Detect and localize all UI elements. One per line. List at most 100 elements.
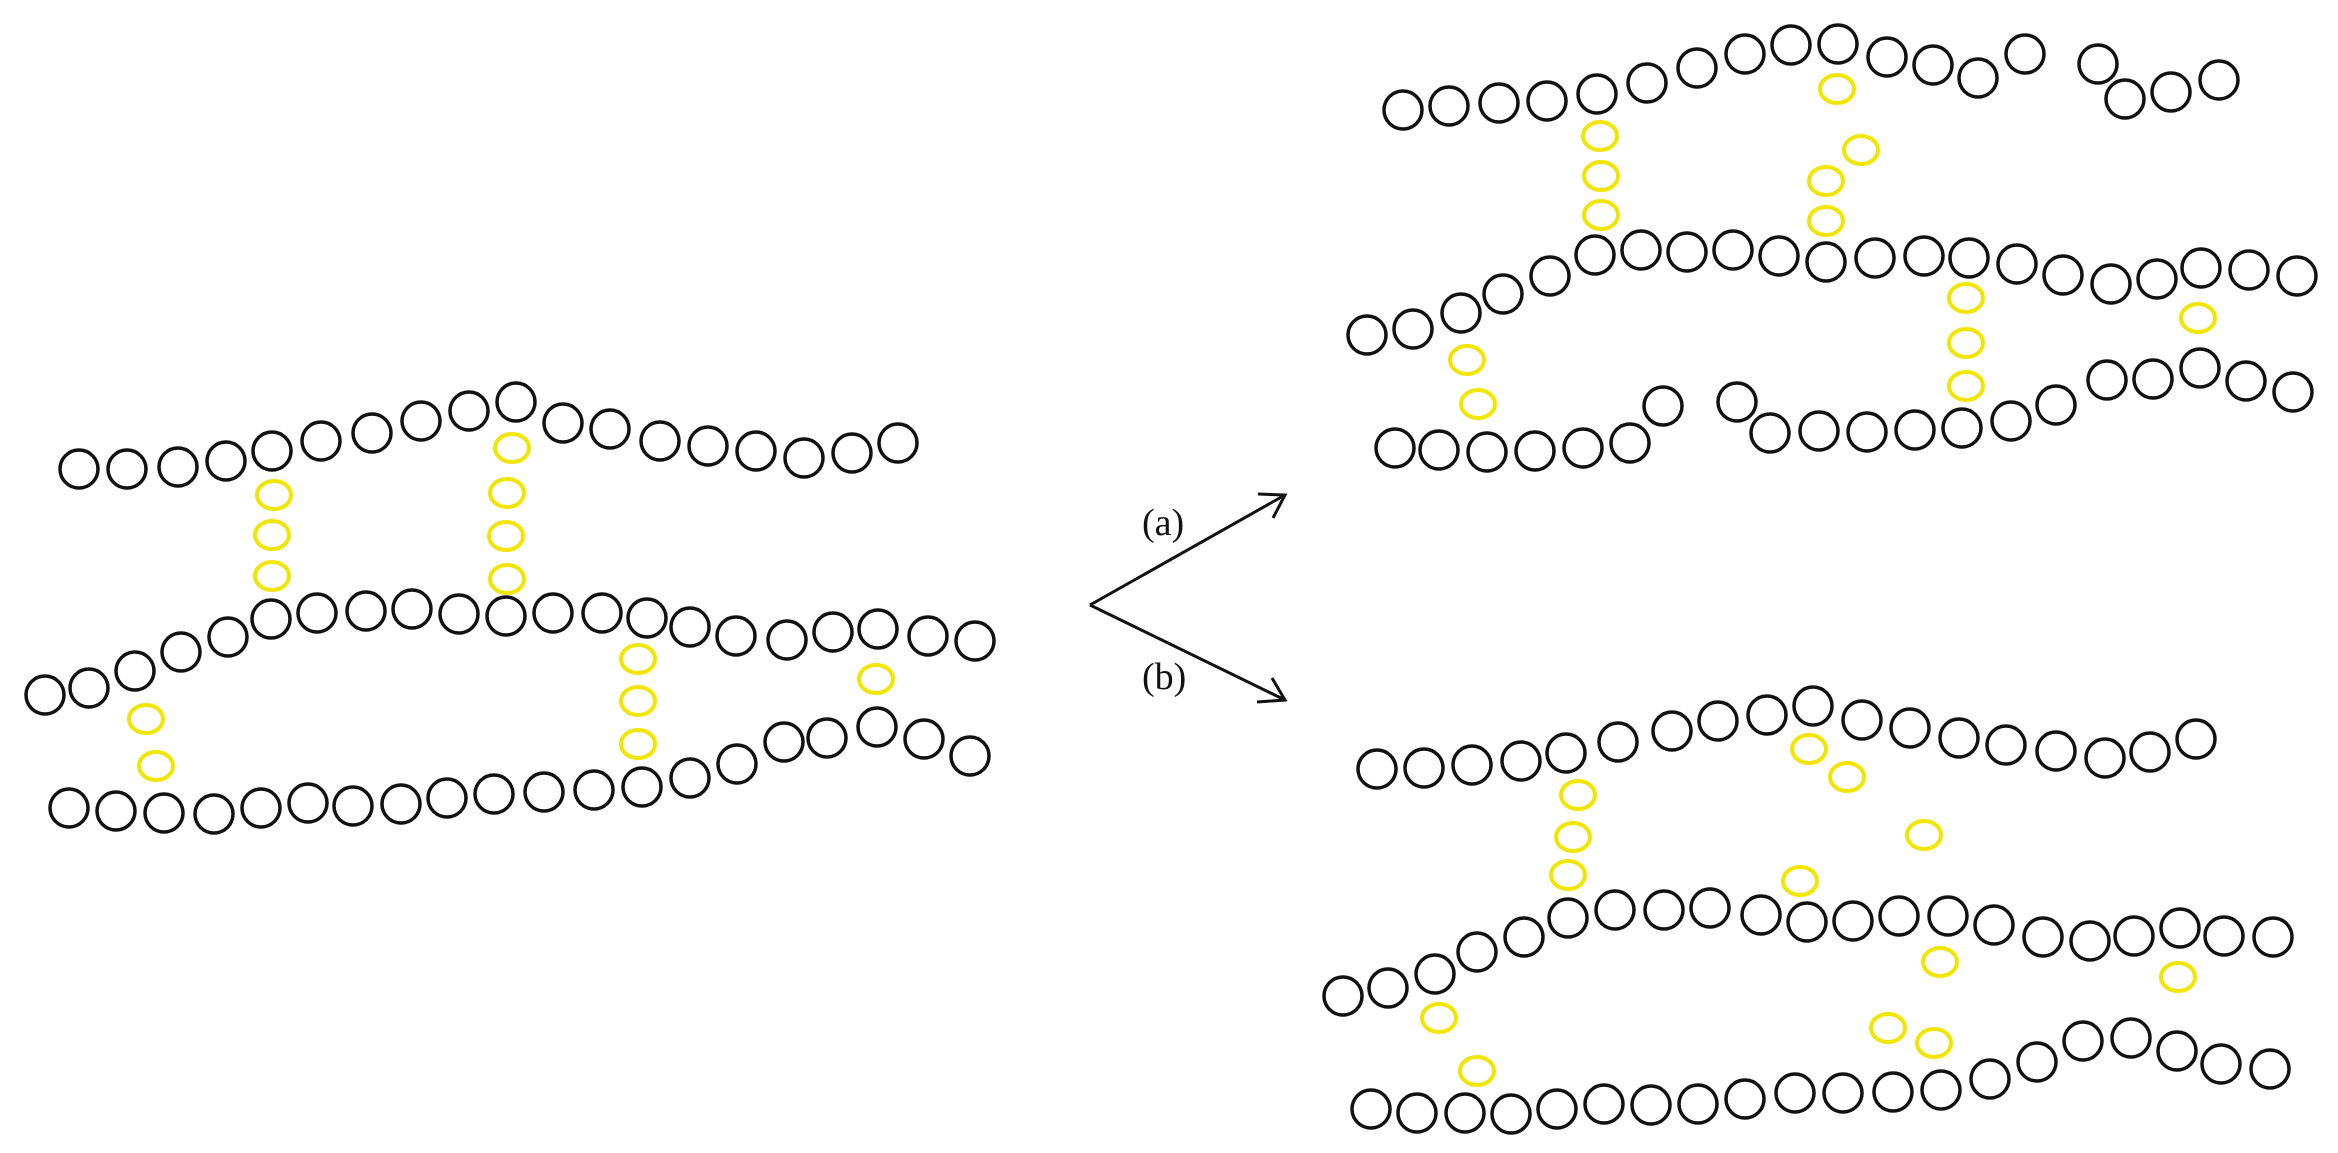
chain-bead [1798,410,1840,452]
crosslink-bead [1818,73,1856,105]
chain-bead [2113,915,2155,957]
chain-bead [954,620,996,662]
chain-bead [1392,308,1434,350]
chain-bead [1969,1058,2011,1100]
chain-bead [1594,889,1636,931]
chain-bead [1562,427,1604,469]
chain-bead [1927,895,1969,937]
chain-bead [831,432,873,474]
crosslink-bead [1559,779,1597,811]
chain-bead [448,390,490,432]
chain-bead [143,792,185,834]
chain-bead [2084,737,2126,779]
chain-bead [1536,1088,1578,1130]
crosslink-bead [1828,761,1866,793]
crosslink-bead [493,432,531,464]
chain-bead [1712,229,1754,271]
chain-bead [532,592,574,634]
chain-bead [783,437,825,479]
crosslink-bead [1448,344,1486,376]
chain-bead [2252,916,2294,958]
chain-bead [1990,400,2032,442]
crosslink-bead [127,703,165,735]
chain-bead [2272,371,2314,413]
chain-bead [1526,80,1568,122]
initial-network [24,381,996,835]
crosslink-bead [1554,821,1592,853]
chain-bead [1841,699,1883,741]
chain-bead [2022,916,2064,958]
chain-bead [1574,234,1616,276]
crosslink-bead [1459,388,1497,420]
chain-bead [2198,59,2240,101]
chain-bead [1973,904,2015,946]
crosslink-bead [2179,302,2217,334]
chain-bead [2132,358,2174,400]
chain-bead [58,448,100,490]
crosslink-bead [1790,733,1828,765]
chain-bead [48,787,90,829]
crosslink-bead [1905,819,1943,851]
chain-bead [250,598,292,640]
crosslink-bead [2159,961,2197,993]
chain-bead [806,717,848,759]
chain-bead [542,402,584,444]
chain-bead [1514,430,1556,472]
chain-bead [1854,237,1896,279]
chain-bead [2249,1048,2291,1090]
chain-bead [1466,431,1508,473]
chain-bead [1889,707,1931,749]
crosslink-bead [487,520,525,552]
crosslink-bead [1915,1027,1953,1059]
chain-bead [1374,427,1416,469]
chain-bead [2016,1041,2058,1083]
chain-bead [669,606,711,648]
chain-bead [1609,422,1651,464]
chain-bead [2175,718,2217,760]
chain-bead [2104,78,2146,120]
chain-bead [523,771,565,813]
chain-bead [205,440,247,482]
chain-bead [2004,33,2046,75]
chain-bead [1651,710,1693,752]
chain-bead [485,595,527,637]
chain-bead [473,773,515,815]
chain-bead [763,721,805,763]
chain-bead [332,785,374,827]
chain-bead [2228,249,2270,291]
crosslink-bead [857,663,895,695]
crosslink-bead [137,750,175,782]
chain-bead [1689,887,1731,929]
chain-bead [639,420,681,462]
crosslink-bead [253,519,291,551]
chain-bead [240,787,282,829]
chain-bead [1941,407,1983,449]
chain-bead [400,400,442,442]
crosslink-bead [619,643,657,675]
crosslink-bead [1947,327,1985,359]
chain-bead [589,408,631,450]
chain-bead [1346,314,1388,356]
chain-bead [1630,1084,1672,1126]
crosslink-bead [488,477,526,509]
chain-bead [857,608,899,650]
chain-bead [106,448,148,490]
chain-bead [1482,273,1524,315]
chain-bead [1846,411,1888,453]
chain-bead [157,446,199,488]
chain-bead [1403,747,1445,789]
chain-bead [68,667,110,709]
chain-bead [626,597,668,639]
crosslink-bead [253,560,291,592]
chain-bead [949,735,991,777]
chain-bead [812,611,854,653]
chain-bead [207,616,249,658]
chain-bead [1414,953,1456,995]
chain-bead [193,793,235,835]
chain-bead [1444,1092,1486,1134]
chain-bead [2180,247,2222,289]
chain-bead [1418,429,1460,471]
chain-bead [2136,258,2178,300]
chain-bead [1322,975,1364,1017]
chain-bead [1583,1083,1625,1125]
